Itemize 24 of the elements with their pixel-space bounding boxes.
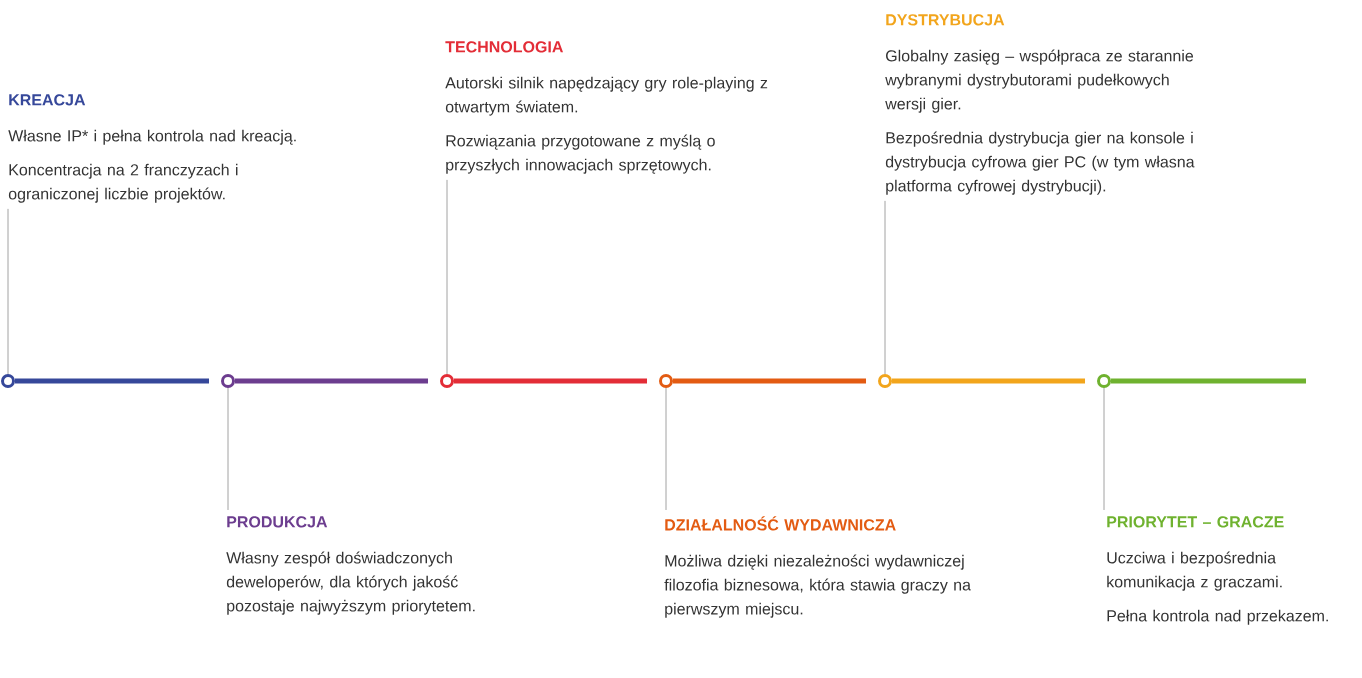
timeline-entry: PRODUKCJA Własny zespół doświadczonych deweloperów, dla których jakość pozostaje najwyższym priorytetem.: [226, 516, 475, 615]
leader-line: [665, 387, 667, 511]
leader-line: [446, 179, 448, 375]
leader-line: [1103, 387, 1105, 511]
timeline-entry: TECHNOLOGIA Autorski silnik napędzający gry role-playing z otwartym światem. Rozwiązania przygotowane z myślą o przyszłych innowacjach sprzętowych.: [445, 41, 768, 174]
timeline-segment: [235, 378, 428, 384]
timeline-segment: [1111, 378, 1306, 384]
timeline-entry: DYSTRYBUCJA Globalny zasięg – współpraca ze starannie wybranymi dystrybutorami pudełkowych wersji gier. Bezpośrednia dystrybucja gier na konsole i dystrybucja cyfrowa gier PC (w tym własna platforma cyfrowej dystrybucji).: [885, 14, 1195, 195]
timeline-marker: [1, 374, 15, 388]
timeline-marker: [440, 374, 454, 388]
timeline-entry: DZIAŁALNOŚĆ WYDAWNICZA Możliwa dzięki niezależności wydawniczej filozofia biznesowa, która stawia graczy na pierwszym miejscu.: [664, 516, 971, 618]
timeline-segment: [454, 378, 647, 384]
timeline-segment: [15, 378, 209, 384]
leader-line: [7, 208, 9, 375]
timeline-marker: [1097, 374, 1111, 388]
timeline-segment: [673, 378, 866, 384]
timeline-marker: [221, 374, 235, 388]
timeline-segment: [892, 378, 1085, 384]
timeline-entry: PRIORYTET – GRACZE Uczciwa i bezpośrednia komunikacja z graczami. Pełna kontrola nad przekazem.: [1107, 516, 1328, 625]
timeline-entry: KREACJA Własne IP* i pełna kontrola nad kreacją. Koncentracja na 2 franczyzach i ograniczonej liczbie projektów.: [8, 94, 296, 203]
timeline-marker: [659, 374, 673, 388]
timeline-marker: [878, 374, 892, 388]
leader-line: [884, 200, 886, 375]
leader-line: [227, 387, 229, 511]
